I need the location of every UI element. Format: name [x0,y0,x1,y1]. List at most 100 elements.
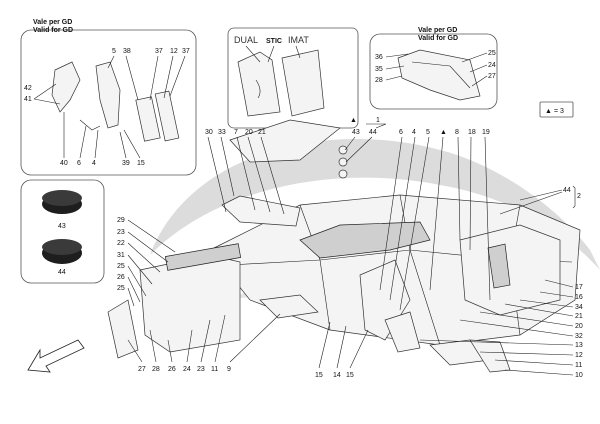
label-15: 15 [315,372,323,379]
center-tunnel [299,221,431,259]
label-43: 43 [352,129,360,136]
gd-left-bracket [51,61,81,113]
label-12: 12 [575,352,583,359]
label-37: 37 [155,48,163,55]
left-callouts: 29 23 22 31 25 26 25 [117,217,176,307]
label-24: 24 [183,366,191,373]
label-5: 5 [112,48,116,55]
label-11: 11 [211,366,218,373]
bolt-43 [338,145,348,155]
label-20: 20 [245,129,253,136]
label-35: 35 [375,66,383,73]
label-8: 8 [455,129,459,136]
label-9: 9 [227,366,231,373]
label-31: 31 [117,252,125,259]
gd-left-panel-a [135,96,161,142]
vent-right-housing [469,339,511,373]
inset-gd-right: Vale per GD Valid for GD 36 35 28 25 24 … [369,27,498,110]
floor-assembly [107,119,581,373]
label-16: 16 [575,294,583,301]
label-18: 18 [468,129,476,136]
direction-arrow [27,339,85,373]
label-19: 19 [482,129,490,136]
label-36: 36 [375,54,383,61]
label-4: 4 [92,160,96,167]
label-10: 10 [575,372,583,379]
label-37b: 37 [182,48,190,55]
label-plug-43: 43 [58,223,66,230]
mat-left [237,51,281,117]
inset-gd-right-line2: Valid for GD [418,35,458,42]
inset-gd-right-line1: Vale per GD [418,27,457,34]
label-15b: 15 [346,372,354,379]
label-21-right: 21 [575,313,583,320]
left-door-panel [139,254,241,353]
label-27: 27 [488,73,496,80]
mat-right [281,49,325,117]
label-40: 40 [60,160,68,167]
label-14: 14 [333,372,341,379]
right-callouts: 44 2 17 16 34 21 20 32 13 12 11 10 [419,185,583,379]
label-5: 5 [426,129,430,136]
label-42: 42 [24,85,32,92]
mat-tab-stic: STIC [266,38,282,45]
rear-panel [221,195,301,227]
vent-left [259,294,319,319]
left-grille [164,243,242,271]
inset-gd-left-line2: Valid for GD [33,27,73,34]
label-22: 22 [117,240,125,247]
label-23: 23 [197,366,205,373]
label-12: 12 [170,48,178,55]
label-11: 11 [575,362,582,369]
bolt-43b [338,169,348,179]
label-38: 38 [123,48,131,55]
label-28: 28 [375,77,383,84]
label-23: 23 [117,229,125,236]
inset-plugs: 43 44 [20,179,105,284]
rear-shelf [229,119,341,163]
bottom-callouts: 27 28 26 24 23 11 9 15 14 15 [127,313,369,379]
label-24: 24 [488,62,496,69]
top-callouts: 30 33 7 20 21 43 44 6 4 5 8 18 19 1 ▲ ▲ [205,117,491,311]
legend-text: = 3 [554,108,564,115]
legend: ▲ = 3 [539,101,574,118]
inset-gd-left: Vale per GD Valid for GD 42 41 5 38 37 1… [20,19,197,176]
legend-symbol: ▲ [545,108,552,115]
label-6: 6 [399,129,403,136]
plug-43-rim [42,190,82,206]
label-13: 13 [575,342,583,349]
right-footwell [459,224,561,316]
label-20-right: 20 [575,323,583,330]
label-44-right: 44 [563,187,571,194]
left-side-trim [107,299,139,359]
label-2: 2 [577,193,581,200]
gd-left-panel-b [154,90,180,142]
triangle-marker-top: ▲ [350,117,357,124]
triangle-marker-right: ▲ [440,129,447,136]
label-26: 26 [168,366,176,373]
label-plug-44: 44 [58,269,66,276]
label-32: 32 [575,333,583,340]
inset-gd-left-line1: Vale per GD [33,19,72,26]
watermark-swoosh [150,138,600,270]
label-4: 4 [412,129,416,136]
mat-tab-dual: DUAL [234,35,258,45]
plug-44-rim [42,239,82,255]
label-28: 28 [152,366,160,373]
inset-mats: DUAL STIC IMAT [227,27,359,129]
label-30: 30 [205,129,213,136]
right-trim [487,243,511,289]
label-33: 33 [218,129,226,136]
label-6: 6 [77,160,81,167]
label-29: 29 [117,217,125,224]
label-15: 15 [137,160,145,167]
label-39: 39 [122,160,130,167]
lower-bracket [384,311,421,353]
gd-left-cover [95,61,121,129]
label-1: 1 [376,117,380,124]
label-25: 25 [117,263,125,270]
label-26: 26 [117,274,125,281]
bolt-44 [338,157,348,167]
label-17: 17 [575,284,583,291]
